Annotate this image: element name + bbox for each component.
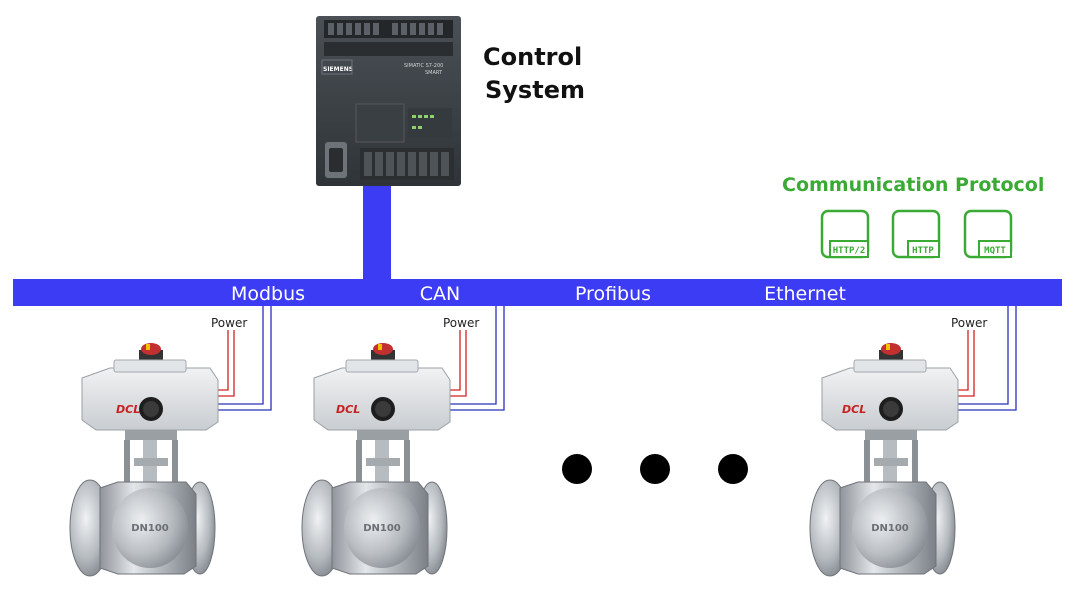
valve-body-mark: DN100 [363,523,401,534]
actuator-valve-3: Power DCL DN100 [809,306,1017,577]
brand-label: DCL [336,403,360,416]
bus-label-ethernet: Ethernet [764,283,846,305]
mqtt-icon: MQTT [963,209,1013,259]
plc-bus-connector [363,186,391,280]
ellipsis-dot [718,454,748,484]
ellipsis-dot [562,454,592,484]
bus-label-modbus: Modbus [231,283,305,305]
mqtt-icon-label: MQTT [984,246,1006,256]
power-label: Power [443,316,479,330]
control-system-title-line1: Control [483,43,582,71]
valve-body-mark: DN100 [131,523,169,534]
actuator-valve-1: Power DCL DN100 [69,306,272,577]
plc-controller: SIEMENS SIMATIC S7-200 SMART [316,16,461,186]
valve-body-mark: DN100 [871,523,909,534]
actuator-valve-2: Power DCL DN100 [301,306,505,577]
bus-label-can: CAN [420,283,460,305]
power-label: Power [211,316,247,330]
http-icon: HTTP [891,209,941,259]
ellipsis-dots [562,454,748,484]
plc-brand-label: SIEMENS [323,66,353,73]
power-label: Power [951,316,987,330]
plc-model-label-2: SMART [425,70,443,76]
plc-model-label: SIMATIC S7-200 [404,63,443,69]
ellipsis-dot [640,454,670,484]
http-icon-label: HTTP [912,246,934,256]
http2-icon: HTTP/2 [820,209,870,259]
field-bus [13,279,1062,306]
protocol-heading: Communication Protocol [782,174,1044,196]
http2-icon-label: HTTP/2 [833,246,866,256]
control-system-title-line2: System [485,76,585,104]
brand-label: DCL [116,403,140,416]
brand-label: DCL [842,403,866,416]
bus-label-profibus: Profibus [575,283,651,305]
